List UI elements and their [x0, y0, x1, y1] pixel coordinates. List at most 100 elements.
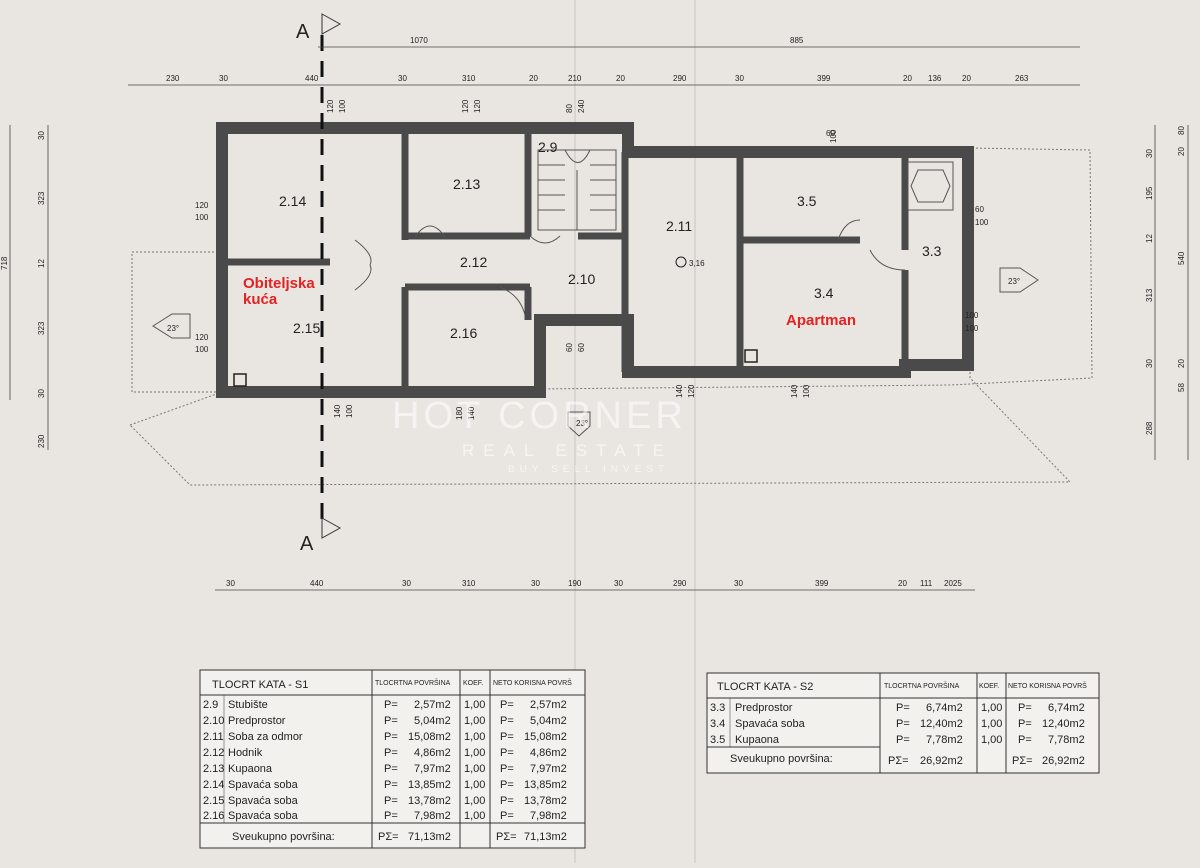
cell-area: 12,40m2: [920, 718, 963, 730]
table-header: NETO KORISNA POVRŠ: [493, 678, 572, 687]
cell-name: Kupaona: [228, 763, 273, 775]
dim-right: 20: [1177, 147, 1186, 156]
dim-top-overall: 1070: [410, 36, 428, 45]
cell-koef: 1,00: [464, 763, 485, 775]
cell-name: Spavaća soba: [228, 779, 299, 791]
dim-bottom: 190: [568, 579, 582, 588]
section-mark-top: A: [296, 21, 310, 43]
cell-koef: 1,00: [464, 795, 485, 807]
dim-bottom: 310: [462, 579, 476, 588]
cell-no: 2.12: [203, 747, 224, 759]
window-dim: 140: [467, 406, 476, 420]
cell-p: P=: [384, 699, 398, 711]
dim-top: 230: [166, 74, 180, 83]
dim-right: 30: [1145, 149, 1154, 158]
total-area: 26,92m2: [920, 755, 963, 767]
cell-no: 2.15: [203, 795, 224, 807]
window-dim: 60: [577, 343, 586, 352]
dim-top: 440: [305, 74, 319, 83]
cell-p: P=: [1018, 734, 1032, 746]
total-p: PΣ=: [888, 755, 909, 767]
cell-p: P=: [500, 795, 514, 807]
cell-p: P=: [384, 715, 398, 727]
window-dim: 120: [687, 384, 696, 398]
dim-left: 718: [0, 256, 9, 270]
watermark-tag: BUY SELL INVEST: [508, 464, 669, 475]
chimney-mark: [744, 349, 758, 363]
cell-p: P=: [384, 810, 398, 822]
dim-top: 210: [568, 74, 582, 83]
cell-no: 3.3: [710, 702, 725, 714]
dim-top: 290: [673, 74, 687, 83]
cell-koef: 1,00: [981, 718, 1002, 730]
window-dim: 120: [195, 201, 209, 210]
room-label: 2.11: [666, 218, 692, 234]
dim-left: 30: [37, 131, 46, 140]
apartment-label: Apartman: [786, 312, 856, 329]
roof-slope: 23°: [1008, 277, 1020, 286]
cell-koef: 1,00: [464, 810, 485, 822]
window-dim: 140: [675, 384, 684, 398]
watermark: HOT CORNER REAL ESTATE BUY SELL INVEST: [392, 395, 683, 475]
dim-top: 20: [903, 74, 912, 83]
cell-p: P=: [384, 763, 398, 775]
room-label: 3.4: [814, 285, 834, 301]
dim-top: 399: [817, 74, 831, 83]
cell-p: P=: [500, 699, 514, 711]
cell-p: P=: [500, 810, 514, 822]
table-title: TLOCRT KATA - S2: [717, 681, 813, 693]
dim-bottom: 30: [531, 579, 540, 588]
cell-no: 3.5: [710, 734, 725, 746]
section-mark-bottom: A: [300, 533, 314, 555]
cell-p: P=: [500, 779, 514, 791]
window-dim: 100: [965, 324, 979, 333]
dim-right: 288: [1145, 421, 1154, 435]
door-swings: [354, 161, 954, 316]
dim-bottom: 111: [920, 579, 933, 588]
window-dim: 80: [565, 104, 574, 113]
cell-no: 2.14: [203, 779, 224, 791]
total-net: 26,92m2: [1042, 755, 1085, 767]
cell-p: P=: [1018, 718, 1032, 730]
window-dim: 100: [338, 99, 347, 113]
dim-right: 540: [1177, 251, 1186, 265]
dim-right: 80: [1177, 126, 1186, 135]
cell-name: Soba za odmor: [228, 731, 303, 743]
cell-net: 7,78m2: [1048, 734, 1085, 746]
room-label: 2.12: [460, 254, 487, 270]
roof-slope: 23°: [576, 419, 588, 428]
total-area: 71,13m2: [408, 831, 451, 843]
window-dim: 100: [195, 345, 209, 354]
dim-top: 30: [219, 74, 228, 83]
dim-right: 30: [1145, 359, 1154, 368]
table-header: KOEF.: [979, 683, 999, 690]
cell-p: P=: [384, 795, 398, 807]
cell-no: 2.16: [203, 810, 224, 822]
cell-koef: 1,00: [464, 731, 485, 743]
cell-name: Predprostor: [228, 715, 286, 727]
table-header: TLOCRTNA POVRŠINA: [884, 681, 960, 690]
window-dim: 100: [975, 218, 989, 227]
cell-p: P=: [384, 731, 398, 743]
area-table-s1: TLOCRT KATA - S1 TLOCRTNA POVRŠINA KOEF.…: [199, 669, 586, 849]
room-label: 2.14: [279, 193, 306, 209]
dim-right: 195: [1145, 186, 1154, 200]
dim-bottom: 30: [402, 579, 411, 588]
window-dim: 140: [790, 384, 799, 398]
dim-bottom: 440: [310, 579, 324, 588]
cell-area: 7,78m2: [926, 734, 963, 746]
cell-net: 2,57m2: [530, 699, 567, 711]
cell-area: 4,86m2: [414, 747, 451, 759]
window-dim: 120: [326, 99, 335, 113]
level-marker-icon: [675, 256, 687, 268]
total-label: Sveukupno površina:: [232, 831, 335, 843]
cell-net: 13,85m2: [524, 779, 567, 791]
window-dim: 120: [195, 333, 209, 342]
interior-walls: [222, 128, 909, 392]
room-label: 2.13: [453, 176, 480, 192]
cell-area: 2,57m2: [414, 699, 451, 711]
cell-area: 5,04m2: [414, 715, 451, 727]
total-p: PΣ=: [496, 831, 517, 843]
